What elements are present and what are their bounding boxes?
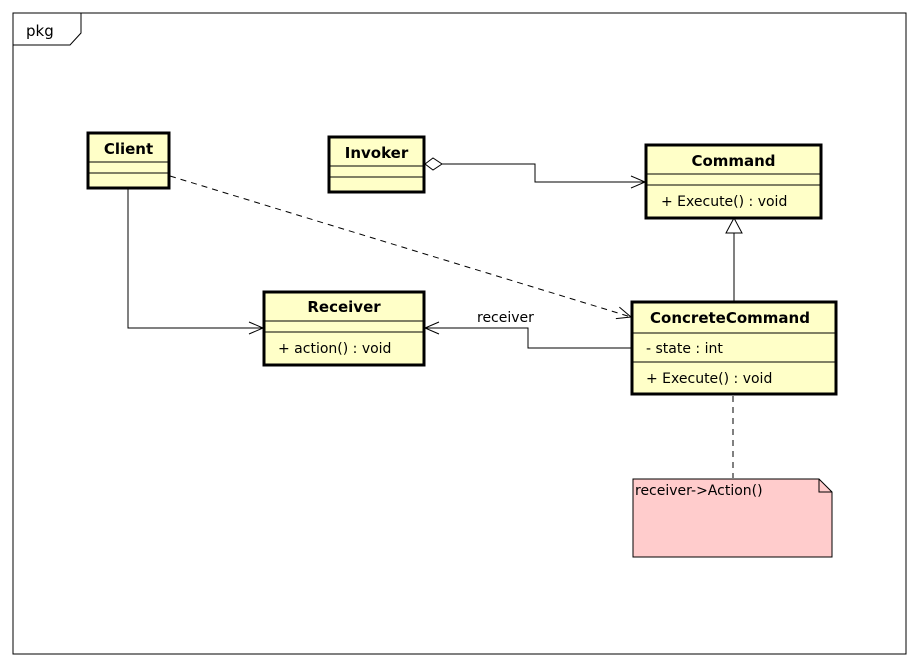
class-invoker-name: Invoker xyxy=(345,144,409,162)
aggregation-diamond xyxy=(424,157,443,171)
frame-label: pkg xyxy=(26,22,54,40)
note-text: receiver->Action() xyxy=(635,483,763,499)
edge-concrete-to-command-generalization xyxy=(725,216,743,301)
class-client-name: Client xyxy=(104,140,153,158)
edge-concrete-to-receiver-association: receiver xyxy=(425,310,632,349)
edge-invoker-to-command-aggregation xyxy=(424,157,645,182)
edge-client-to-concrete-dependency xyxy=(169,175,631,317)
class-command-operation: + Execute() : void xyxy=(661,194,787,210)
class-receiver[interactable]: Receiver + action() : void xyxy=(262,290,426,367)
receiver-role-label: receiver xyxy=(477,310,534,326)
class-concrete-command-name: ConcreteCommand xyxy=(650,309,810,327)
generalization-triangle xyxy=(725,216,743,234)
note[interactable]: receiver->Action() xyxy=(632,478,833,558)
class-concrete-command[interactable]: ConcreteCommand - state : int + Execute(… xyxy=(630,300,838,396)
class-command[interactable]: Command + Execute() : void xyxy=(644,143,823,220)
class-client[interactable]: Client xyxy=(86,131,171,190)
class-command-name: Command xyxy=(691,152,775,170)
class-concrete-command-attribute: - state : int xyxy=(646,341,723,357)
package-frame: pkg xyxy=(12,12,907,655)
class-invoker[interactable]: Invoker xyxy=(327,135,426,194)
class-receiver-operation: + action() : void xyxy=(278,341,391,357)
class-concrete-command-operation: + Execute() : void xyxy=(646,371,772,387)
edge-client-to-receiver-association xyxy=(127,189,263,328)
class-receiver-name: Receiver xyxy=(307,298,381,316)
